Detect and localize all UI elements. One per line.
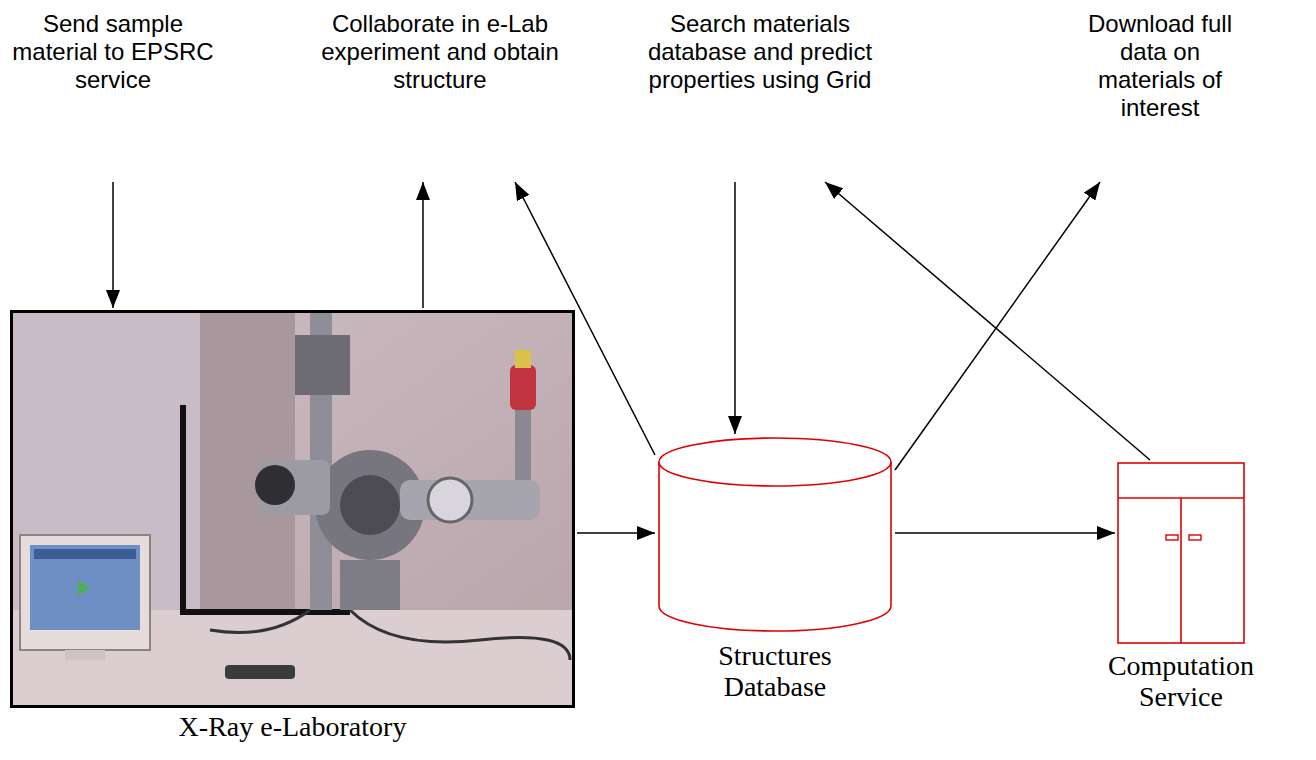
photo-detector [428,478,472,522]
component-label: X-Ray e-Laboratory [179,711,407,742]
photo-bottle-stand [515,410,531,480]
cylinder-body [659,462,891,631]
database-cylinder: Structures Database [657,436,893,632]
cylinder-outline [657,436,893,632]
step-text: Send sample material to EPSRC service [3,10,223,94]
photo-bottle-cap [515,350,531,368]
component-label: Structures Database [690,640,860,702]
step-text-node: Send sample material to EPSRC service [3,10,223,180]
photo-mouse [225,665,295,679]
step-text-node: Download full data on materials of inter… [1075,10,1245,180]
flow-arrow [734,182,736,434]
cabinet-handle [1189,535,1201,540]
photo-monitor-stand [65,650,105,660]
step-text-node: Collaborate in e-Lab experiment and obta… [315,10,565,180]
flow-arrow [895,532,1115,534]
flow-arrow [825,182,1150,460]
photo-red-bottle [510,365,536,410]
cabinet-outline [1117,462,1245,644]
flow-arrow [895,182,1100,470]
flow-arrow [422,182,424,308]
flow-arrow [112,182,114,308]
photo-lens [255,465,295,505]
photo-cable [210,610,310,633]
photo-goniometer-core [340,475,400,535]
flow-arrow [577,532,655,534]
lab-photo [10,310,575,708]
step-text: Collaborate in e-Lab experiment and obta… [315,10,565,94]
photo-screen-bar [34,549,136,559]
step-text: Download full data on materials of inter… [1075,10,1245,122]
photo-screen [30,545,140,630]
photo-black-bar [180,405,186,615]
step-text: Search materials database and predict pr… [625,10,895,94]
photo-cable [350,610,570,660]
cabinet-divider [1180,498,1182,643]
photo-base [340,560,400,610]
step-text-node: Search materials database and predict pr… [625,10,895,180]
photo-monitor [20,535,150,650]
cylinder-top [659,438,891,486]
photo-frame: X-Ray e-Laboratory [10,310,575,708]
photo-screen-icon [78,580,90,596]
photo-housing [295,335,350,395]
photo-background [10,310,575,708]
cabinet-body [1118,463,1244,643]
server-cabinet: Computation Service [1117,462,1245,644]
component-label: Computation Service [1091,650,1271,712]
cabinet-handle [1166,535,1178,540]
